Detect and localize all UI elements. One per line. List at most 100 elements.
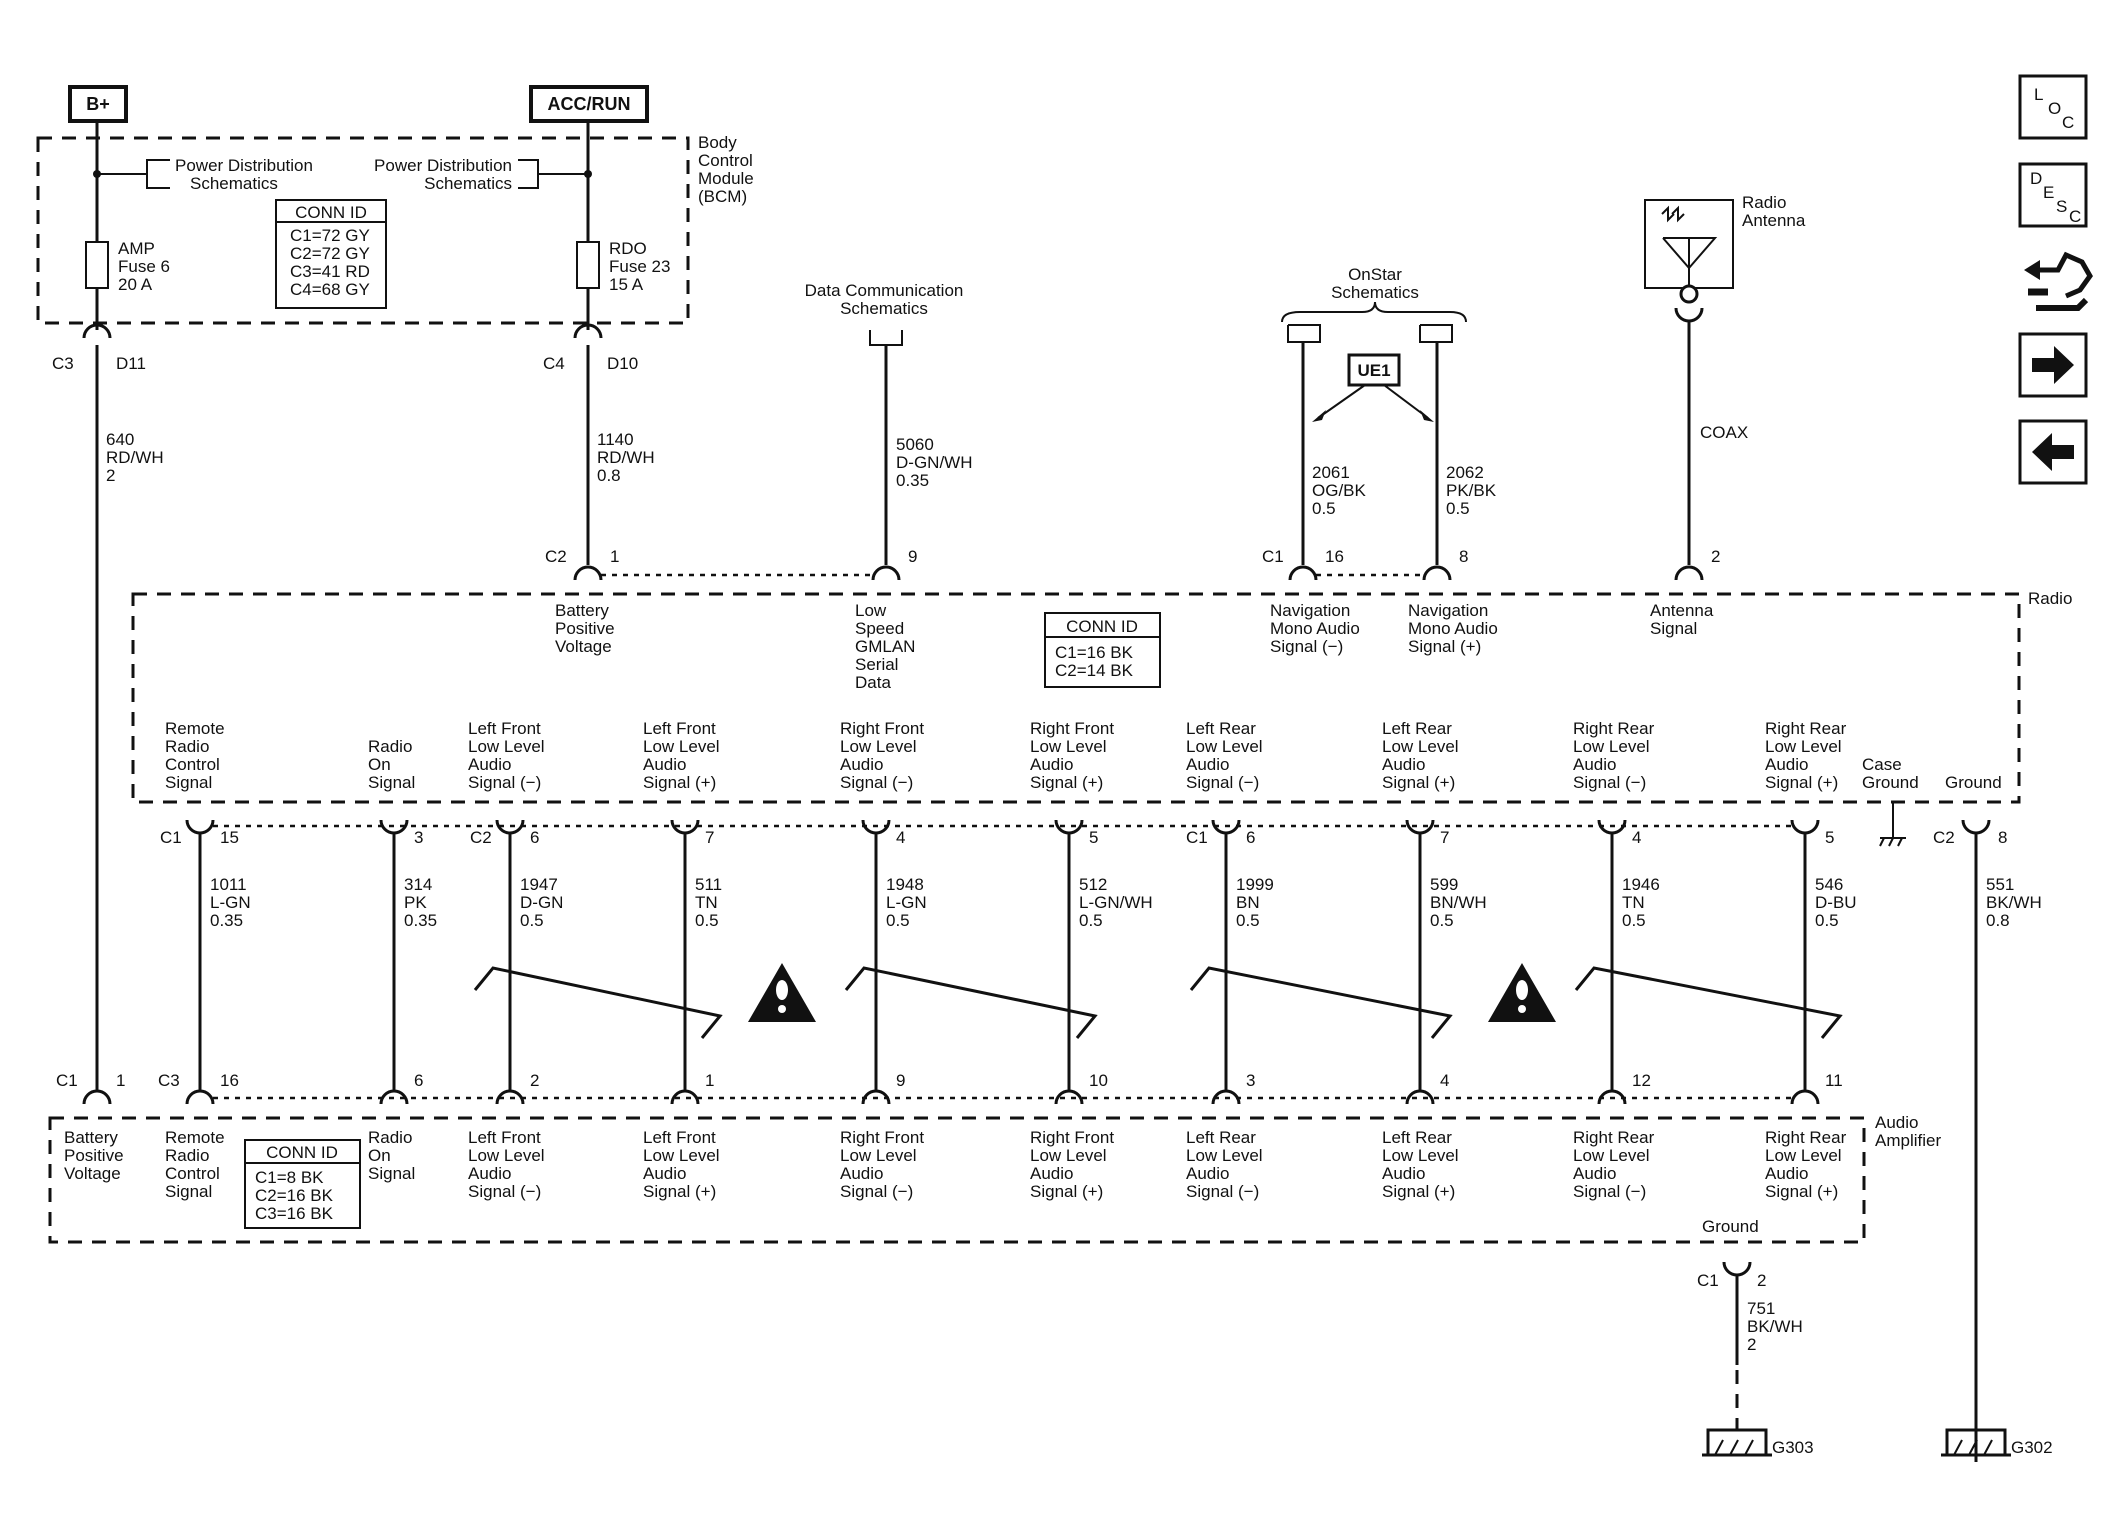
svg-text:2: 2 (1711, 547, 1720, 566)
amp-signal-label: Audio (468, 1164, 511, 1183)
svg-text:BK/WH: BK/WH (1747, 1317, 1803, 1336)
svg-text:0.35: 0.35 (896, 471, 929, 490)
svg-text:Speed: Speed (855, 619, 904, 638)
wire-gauge: 0.35 (404, 911, 437, 930)
radio-pin-number: 7 (1440, 828, 1449, 847)
radio-signal-label: Right Rear (1573, 719, 1655, 738)
svg-text:551: 551 (1986, 875, 2014, 894)
amp-signal-label: Signal (+) (1765, 1182, 1838, 1201)
wrench-connector-icon[interactable] (2024, 251, 2093, 311)
svg-text:Positive: Positive (64, 1146, 124, 1165)
amp-signal-label: Low Level (840, 1146, 917, 1165)
loc-button[interactable]: L O C (2018, 74, 2088, 140)
svg-text:UE1: UE1 (1357, 361, 1390, 380)
amp-signal-label: Right Rear (1765, 1128, 1847, 1147)
svg-text:0.8: 0.8 (1986, 911, 2010, 930)
svg-text:Voltage: Voltage (555, 637, 612, 656)
bplus-label: B+ (86, 94, 110, 114)
radio-signal-label: Audio (643, 755, 686, 774)
accrun-label: ACC/RUN (548, 94, 631, 114)
radio-signal-label: Radio (165, 737, 209, 756)
amp-signal-label: Low Level (1765, 1146, 1842, 1165)
svg-text:Schematics: Schematics (424, 174, 512, 193)
svg-text:C3=16 BK: C3=16 BK (255, 1204, 334, 1223)
svg-text:C: C (2062, 113, 2074, 132)
bcm-name: Body Control Module (BCM) (698, 133, 754, 206)
amp-signal-labels: RemoteRadioControlSignalRadioOnSignalLef… (165, 1128, 1847, 1201)
svg-text:Ground: Ground (1945, 773, 2002, 792)
amp-conn-id: CONN ID C1=8 BK C2=16 BK C3=16 BK (244, 1139, 361, 1229)
svg-text:Serial: Serial (855, 655, 898, 674)
amp-signal-label: Right Rear (1573, 1128, 1655, 1147)
svg-text:15 A: 15 A (609, 275, 644, 294)
svg-text:C: C (2069, 207, 2081, 226)
pds-left: Power Distribution (175, 156, 313, 175)
radio-signal-label: Low Level (1765, 737, 1842, 756)
onstar-label: OnStar (1348, 265, 1402, 284)
radio-pin-number: 6 (530, 828, 539, 847)
radio-connector-id: C1 (1186, 828, 1208, 847)
bcm-box (36, 136, 690, 325)
amp-pin-number: 3 (1246, 1071, 1255, 1090)
wire-circuit-number: 511 (695, 875, 722, 894)
wire-circuit-number: 546 (1815, 875, 1843, 894)
amp-signal-label: Low Level (1573, 1146, 1650, 1165)
amp-pin-number: 6 (414, 1071, 423, 1090)
radio-signal-label: On (368, 755, 391, 774)
radio-pin-number: 6 (1246, 828, 1255, 847)
radio-signal-label: Control (165, 755, 220, 774)
svg-text:751: 751 (1747, 1299, 1775, 1318)
svg-text:Fuse 6: Fuse 6 (118, 257, 170, 276)
wire-color: BN (1236, 893, 1260, 912)
svg-text:RDO: RDO (609, 239, 647, 258)
svg-text:Navigation: Navigation (1408, 601, 1488, 620)
svg-text:2: 2 (106, 466, 115, 485)
radio-signal-label: Left Rear (1382, 719, 1452, 738)
svg-text:RD/WH: RD/WH (597, 448, 655, 467)
radio-signal-label: Audio (1765, 755, 1808, 774)
radio-pin-number: 3 (414, 828, 423, 847)
svg-text:8: 8 (1998, 828, 2007, 847)
svg-text:Body: Body (698, 133, 737, 152)
svg-text:Signal (−): Signal (−) (1270, 637, 1343, 656)
previous-arrow-button[interactable] (2018, 419, 2088, 485)
svg-text:Amplifier: Amplifier (1875, 1131, 1941, 1150)
amp-connector-id: C3 (158, 1071, 180, 1090)
desc-button[interactable]: D E S C (2018, 162, 2088, 228)
amp-signal-label: Audio (1030, 1164, 1073, 1183)
wire-gauge: 0.5 (1815, 911, 1839, 930)
ue1-badge: UE1 (1347, 353, 1401, 387)
radio-signal-label: Signal (165, 773, 212, 792)
wire-gauge: 0.5 (886, 911, 910, 930)
amp-signal-label: Signal (−) (1573, 1182, 1646, 1201)
svg-text:Signal (+): Signal (+) (1408, 637, 1481, 656)
wire-color: BN/WH (1430, 893, 1487, 912)
radio-signal-label: Signal (+) (1765, 773, 1838, 792)
amp-pin-number: 1 (705, 1071, 714, 1090)
svg-text:C2=72 GY: C2=72 GY (290, 244, 370, 263)
accrun-source: ACC/RUN (529, 85, 649, 123)
svg-text:G302: G302 (2011, 1438, 2053, 1457)
svg-text:C4=68 GY: C4=68 GY (290, 280, 370, 299)
svg-text:C3: C3 (52, 354, 74, 373)
svg-text:PK/BK: PK/BK (1446, 481, 1497, 500)
radio-signal-label: Low Level (1186, 737, 1263, 756)
amp-signal-label: Right Front (840, 1128, 924, 1147)
wire-gauge: 0.5 (520, 911, 544, 930)
fuse-rdo (576, 241, 600, 289)
svg-text:C1=8 BK: C1=8 BK (255, 1168, 324, 1187)
svg-text:Signal: Signal (1650, 619, 1697, 638)
svg-text:C3=41 RD: C3=41 RD (290, 262, 370, 281)
svg-text:Schematics: Schematics (840, 299, 928, 318)
next-arrow-button[interactable] (2018, 332, 2088, 398)
amp-pin-number: 16 (220, 1071, 239, 1090)
radio-connector-id: C1 (160, 828, 182, 847)
svg-text:1: 1 (116, 1071, 125, 1090)
svg-text:OG/BK: OG/BK (1312, 481, 1367, 500)
svg-text:(BCM): (BCM) (698, 187, 747, 206)
twisted-pairs (473, 966, 1843, 1039)
amp-signal-label: Audio (1382, 1164, 1425, 1183)
